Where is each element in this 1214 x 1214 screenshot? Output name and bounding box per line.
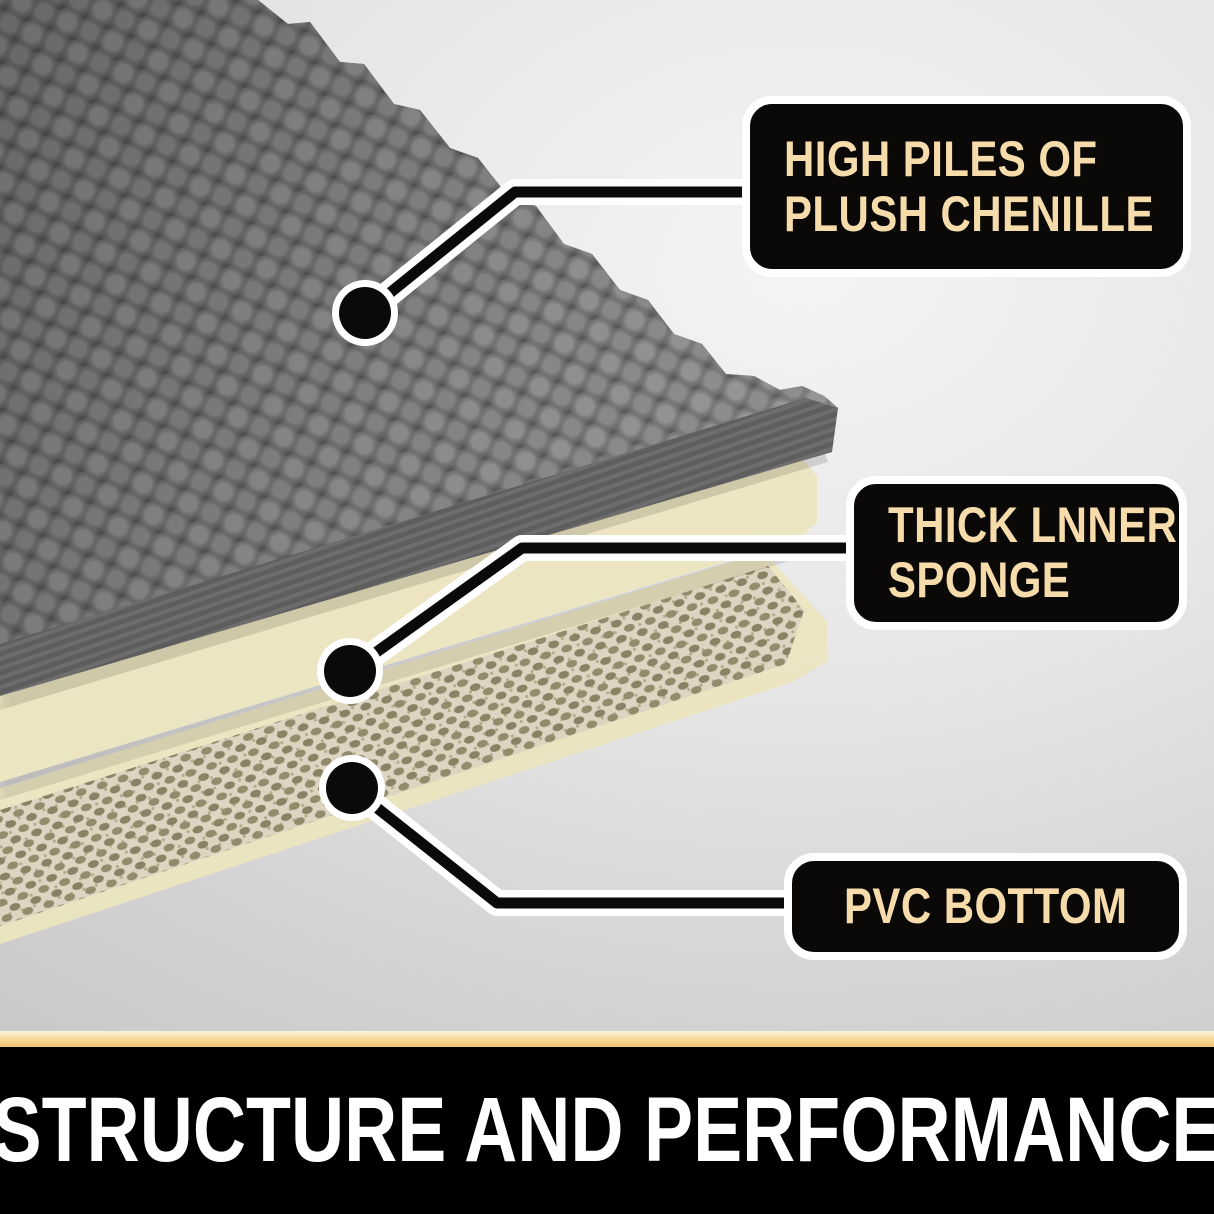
callout-label-chenille-line2: PLUSH CHENILLE <box>784 185 1154 242</box>
title-banner: STRUCTURE AND PERFORMANCE <box>0 1047 1214 1214</box>
callout-dot-pvc <box>326 762 378 814</box>
connector-sponge <box>317 535 883 704</box>
callout-label-chenille: HIGH PILES OF PLUSH CHENILLE <box>742 96 1191 277</box>
connector-chenille <box>332 179 775 346</box>
callout-label-sponge-line2: SPONGE <box>888 552 1071 608</box>
banner-title: STRUCTURE AND PERFORMANCE <box>0 1079 1214 1181</box>
callout-label-chenille-line1: HIGH PILES OF <box>784 130 1098 187</box>
callout-label-pvc-line1: PVC BOTTOM <box>843 878 1128 934</box>
callout-dot-sponge <box>324 645 376 697</box>
callout-label-sponge: THICK LNNER SPONGE <box>846 476 1187 630</box>
callout-dot-chenille <box>339 287 391 339</box>
callout-label-sponge-line1: THICK LNNER <box>888 497 1178 553</box>
callout-label-pvc: PVC BOTTOM <box>784 853 1187 960</box>
connector-pvc <box>319 755 815 916</box>
gold-divider-stripe <box>0 1031 1214 1047</box>
